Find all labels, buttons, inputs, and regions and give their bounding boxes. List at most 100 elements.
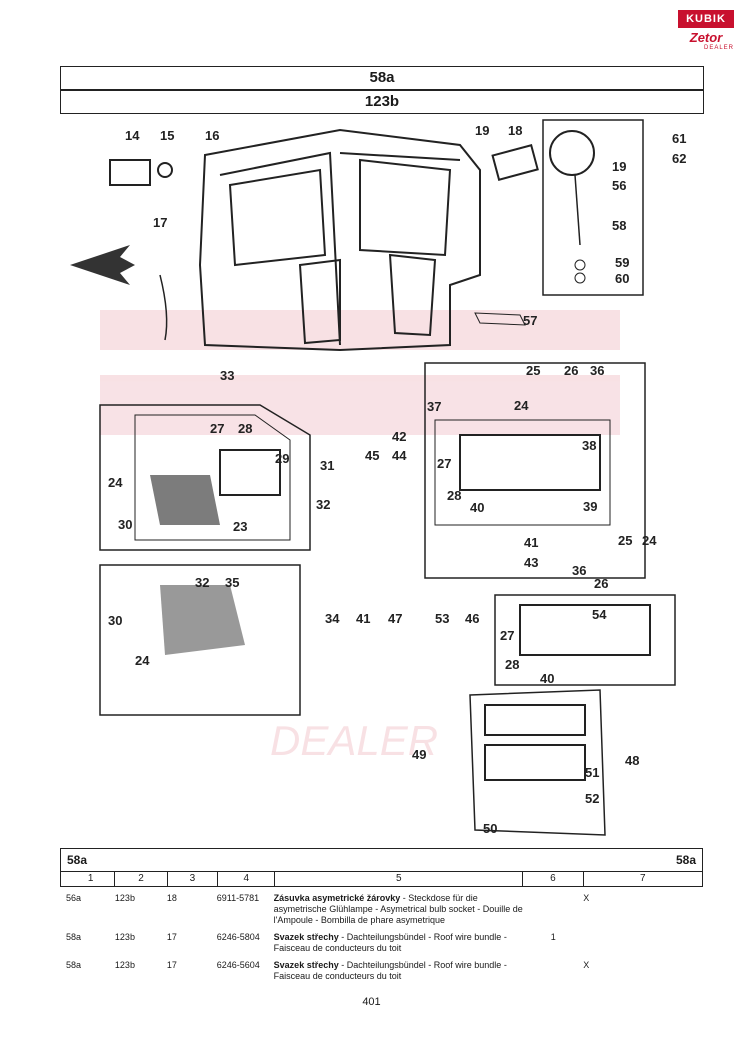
bulb-icon (157, 162, 173, 178)
cell-c1: 58a (66, 932, 82, 942)
callout-39: 39 (583, 499, 597, 514)
callout-15: 15 (160, 128, 174, 143)
section-header: 58a 58a (60, 848, 703, 872)
plate-lamp-icon (484, 704, 586, 736)
callout-14: 14 (125, 128, 140, 143)
panel-46 (494, 594, 676, 686)
callout-62: 62 (672, 151, 686, 166)
col-2: 2 (115, 872, 168, 886)
callout-28c: 28 (505, 657, 519, 672)
header-title-58a: 58a (60, 66, 704, 90)
cell-c4: 6911-5781 (216, 893, 260, 903)
callout-24c: 24 (642, 533, 657, 548)
callout-32: 32 (316, 497, 330, 512)
callout-36: 36 (590, 363, 604, 378)
column-headers: 1 2 3 4 5 6 7 (60, 872, 703, 887)
callout-40b: 40 (540, 671, 554, 686)
cell-c3: 17 (166, 932, 177, 942)
callout-25b: 25 (618, 533, 632, 548)
watermark-text: DEALER (270, 717, 438, 764)
col-7: 7 (639, 873, 646, 884)
cell-c1: 56a (66, 893, 82, 903)
callout-30: 30 (118, 517, 132, 532)
beacon-lamp-icon (549, 130, 595, 176)
nut-icon (574, 272, 586, 284)
cell-c5: Svazek střechy - Dachteilungsbündel - Ro… (274, 932, 524, 954)
callout-41b: 41 (356, 611, 370, 626)
wire-bundle-icon (159, 274, 168, 341)
page-number: 401 (362, 996, 381, 1008)
callout-60: 60 (615, 271, 629, 286)
callout-19: 19 (475, 123, 489, 138)
parts-table: 58a 58a 1 2 3 4 5 6 7 56a 123b 18 6911-5… (60, 848, 703, 982)
callout-27c: 27 (500, 628, 514, 643)
callout-16: 16 (205, 128, 219, 143)
callout-27: 27 (210, 421, 224, 436)
section-left: 58a (67, 853, 88, 867)
cab-frame (198, 128, 481, 352)
mirror-lamp-icon (109, 159, 151, 186)
callout-30b: 30 (108, 613, 122, 628)
header-title-123b: 123b (60, 90, 704, 114)
callout-52: 52 (585, 791, 599, 806)
callout-48: 48 (625, 753, 639, 768)
callout-41: 41 (524, 535, 538, 550)
callout-58: 58 (612, 218, 626, 233)
cell-c2: 123b (114, 932, 135, 942)
callout-53: 53 (435, 611, 449, 626)
table-row: 58a 123b 17 6246-5804 Svazek střechy - D… (60, 932, 703, 954)
callout-44: 44 (392, 448, 407, 463)
callout-labels: 14 15 16 17 19 18 61 19 62 56 58 59 60 5… (108, 123, 686, 836)
cell-c7 (583, 932, 703, 954)
cell-c7: X (583, 893, 590, 903)
callout-29: 29 (275, 451, 289, 466)
cell-c4: 6246-5804 (216, 932, 260, 942)
parts-diagram: DEALER (40, 115, 690, 840)
callout-25: 25 (526, 363, 540, 378)
kubik-zetor-logo: KUBIK Zetor DEALER (678, 10, 734, 60)
callout-27b: 27 (437, 456, 451, 471)
cell-c3: 18 (166, 893, 177, 903)
callout-32b: 32 (195, 575, 209, 590)
panel-inner (134, 414, 291, 541)
callout-19b: 19 (612, 159, 626, 174)
callout-40: 40 (470, 500, 484, 515)
cell-c7: X (583, 960, 590, 970)
cell-c2: 123b (114, 893, 135, 903)
col-3: 3 (168, 872, 219, 886)
cell-c5: Zásuvka asymetrické žárovky - Steckdose … (274, 893, 524, 926)
washer-icon (574, 259, 586, 271)
callout-46: 46 (465, 611, 479, 626)
roof-lamp-icon (491, 144, 539, 181)
cell-c6 (523, 960, 583, 982)
callout-28b: 28 (447, 488, 461, 503)
callout-49: 49 (412, 747, 426, 762)
callout-33: 33 (220, 368, 234, 383)
callout-47: 47 (388, 611, 402, 626)
cell-name-cz: Zásuvka asymetrické žárovky (273, 893, 401, 903)
bracket-icon (474, 312, 526, 326)
logo-brand: KUBIK (678, 10, 734, 28)
panel-rear-light-right (424, 362, 646, 579)
section-right: 58a (675, 853, 696, 867)
logo-sub: Zetor (689, 30, 723, 45)
callout-24d: 24 (135, 653, 150, 668)
col-1: 1 (61, 872, 116, 886)
cell-c6: 1 (550, 932, 556, 942)
callout-17: 17 (153, 215, 167, 230)
watermark: DEALER (100, 310, 620, 764)
callout-24b: 24 (514, 398, 529, 413)
callout-56: 56 (612, 178, 626, 193)
cell-name-other: - Dachteilungsbündel - Roof wire bundle … (273, 932, 507, 953)
callout-42: 42 (392, 429, 406, 444)
cell-c6 (523, 893, 583, 926)
lamp-lens-icon (219, 449, 281, 496)
direction-arrow-icon (70, 245, 135, 285)
cell-name-other: - Dachteilungsbündel - Roof wire bundle … (273, 960, 507, 981)
cell-name-cz: Svazek střechy (273, 932, 339, 942)
col-6: 6 (523, 872, 584, 886)
callout-34: 34 (325, 611, 340, 626)
callout-57: 57 (523, 313, 537, 328)
plate-frame-icon (484, 744, 586, 781)
side-light-housing-icon (160, 585, 245, 655)
